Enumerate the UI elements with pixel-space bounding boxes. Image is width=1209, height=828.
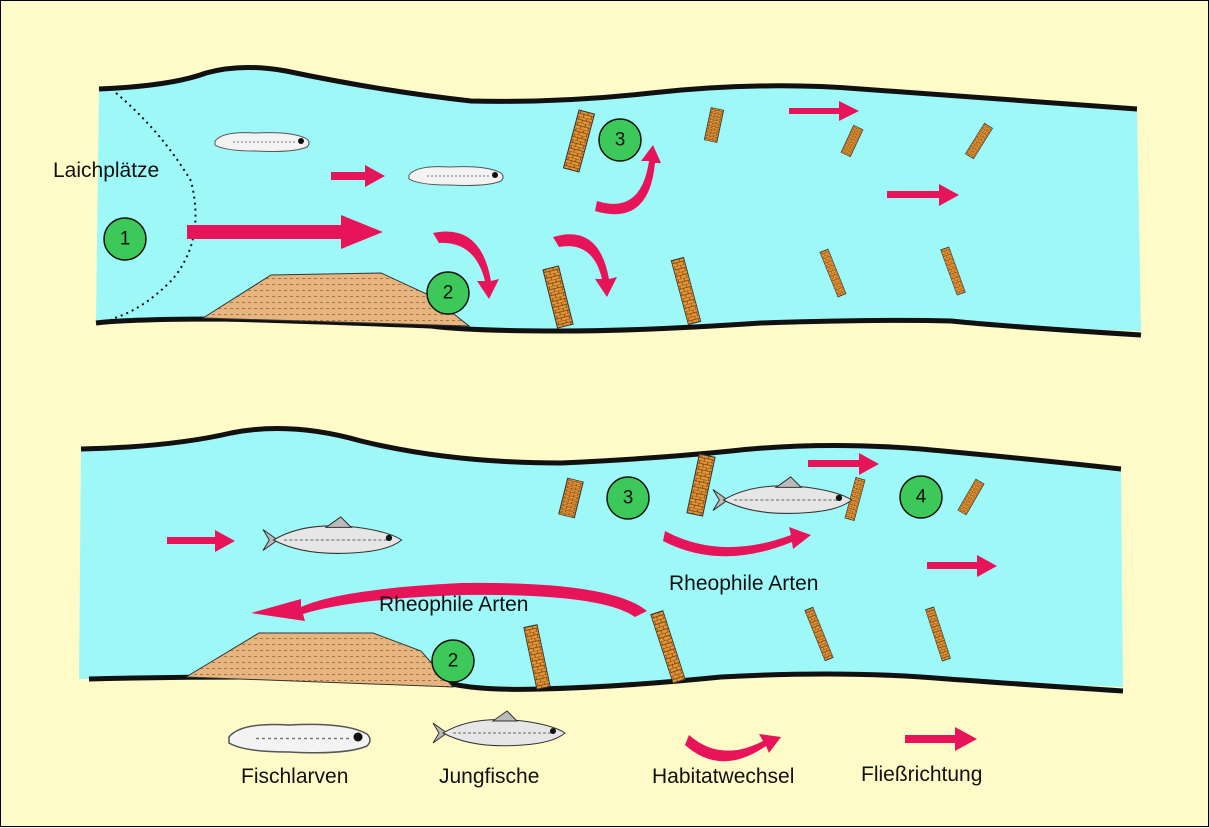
legend-flow-direction-icon — [905, 727, 977, 751]
spawning-grounds-label: Laichplätze — [53, 159, 159, 182]
svg-text:1: 1 — [120, 229, 131, 250]
svg-text:4: 4 — [916, 487, 927, 508]
legend-larvae-label: Fischlarven — [241, 765, 348, 788]
marker-3: 3 — [599, 119, 641, 161]
legend-habitat-change-label: Habitatwechsel — [652, 765, 794, 788]
marker-2: 2 — [427, 272, 469, 314]
fish-larva-image — [215, 133, 309, 152]
legend-juvenile-icon — [433, 711, 565, 746]
rheophile-label-left: Rheophile Arten — [379, 593, 528, 616]
marker-1: 1 — [104, 218, 146, 260]
marker-4: 4 — [900, 476, 942, 518]
marker-2: 2 — [432, 640, 474, 682]
rheophile-label-right: Rheophile Arten — [669, 572, 818, 595]
svg-text:3: 3 — [615, 130, 626, 151]
legend-flow-direction-label: Fließrichtung — [861, 763, 982, 786]
fish-larva-image — [409, 167, 503, 186]
marker-3: 3 — [607, 477, 649, 519]
svg-text:2: 2 — [448, 651, 459, 672]
svg-text:3: 3 — [623, 488, 634, 509]
legend: Fischlarven Jungfische Habitatwechsel Fl… — [229, 711, 982, 788]
svg-text:2: 2 — [443, 283, 454, 304]
legend-larva-icon — [229, 724, 370, 752]
legend-habitat-change-icon — [685, 734, 781, 761]
legend-juveniles-label: Jungfische — [439, 765, 539, 788]
